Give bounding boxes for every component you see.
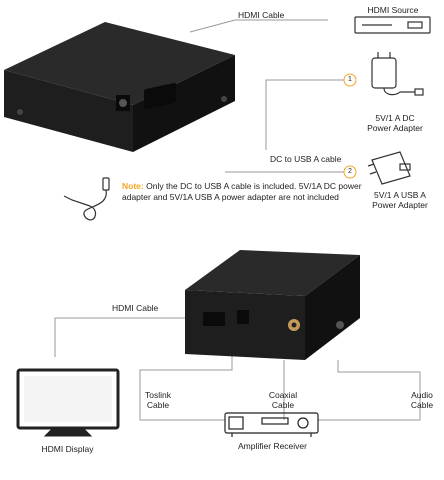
converter-box-bottom — [185, 250, 360, 360]
toslink-label-2: Cable — [146, 400, 170, 410]
toslink-label-1: Toslink — [145, 390, 171, 400]
toslink-line — [139, 330, 233, 421]
hdmi-cable-bottom-line — [54, 317, 245, 357]
hdmi-cable-top-label: HDMI Cable — [238, 10, 285, 20]
audio-label-2: Cable — [410, 400, 434, 410]
usb-power-adapter-label-1: 5V/1 A USB A — [374, 190, 426, 200]
usb-power-adapter-label-2: Power Adapter — [372, 200, 428, 210]
usb-power-adapter-icon — [367, 151, 411, 185]
coaxial-label-1: Coaxial — [268, 390, 298, 400]
coaxial-label-2: Cable — [271, 400, 295, 410]
marker-2 — [343, 165, 357, 179]
hdmi-cable-top-line — [189, 19, 328, 33]
hdmi-source-label: HDMI Source — [367, 5, 419, 15]
marker-2-label: 2 — [348, 168, 352, 175]
dc-power-line — [265, 79, 345, 150]
marker-1-label: 1 — [348, 76, 352, 83]
note-text: Note: Only the DC to USB A cable is incl… — [122, 181, 362, 203]
audio-line — [318, 360, 421, 421]
dc-to-usb-label: DC to USB A cable — [270, 154, 342, 164]
dc-usb-cable-icon — [63, 177, 110, 221]
note-keyword: Note: — [122, 181, 144, 191]
amplifier-receiver-icon — [224, 412, 319, 437]
dc-power-adapter-label-1: 5V/1 A DC — [375, 113, 415, 123]
amplifier-receiver-label: Amplifier Receiver — [238, 441, 307, 451]
audio-label-1: Audio — [411, 390, 433, 400]
hdmi-cable-bottom-label: HDMI Cable — [112, 303, 159, 313]
hdmi-source-icon — [354, 16, 431, 34]
hdmi-display-icon — [16, 368, 120, 437]
dc-power-adapter-label-2: Power Adapter — [367, 123, 423, 133]
converter-box-top — [4, 22, 235, 152]
note-body: Only the DC to USB A cable is included. … — [122, 181, 362, 202]
marker-1 — [343, 73, 357, 87]
dc-power-adapter-icon — [371, 52, 424, 96]
hdmi-display-label: HDMI Display — [41, 444, 94, 454]
